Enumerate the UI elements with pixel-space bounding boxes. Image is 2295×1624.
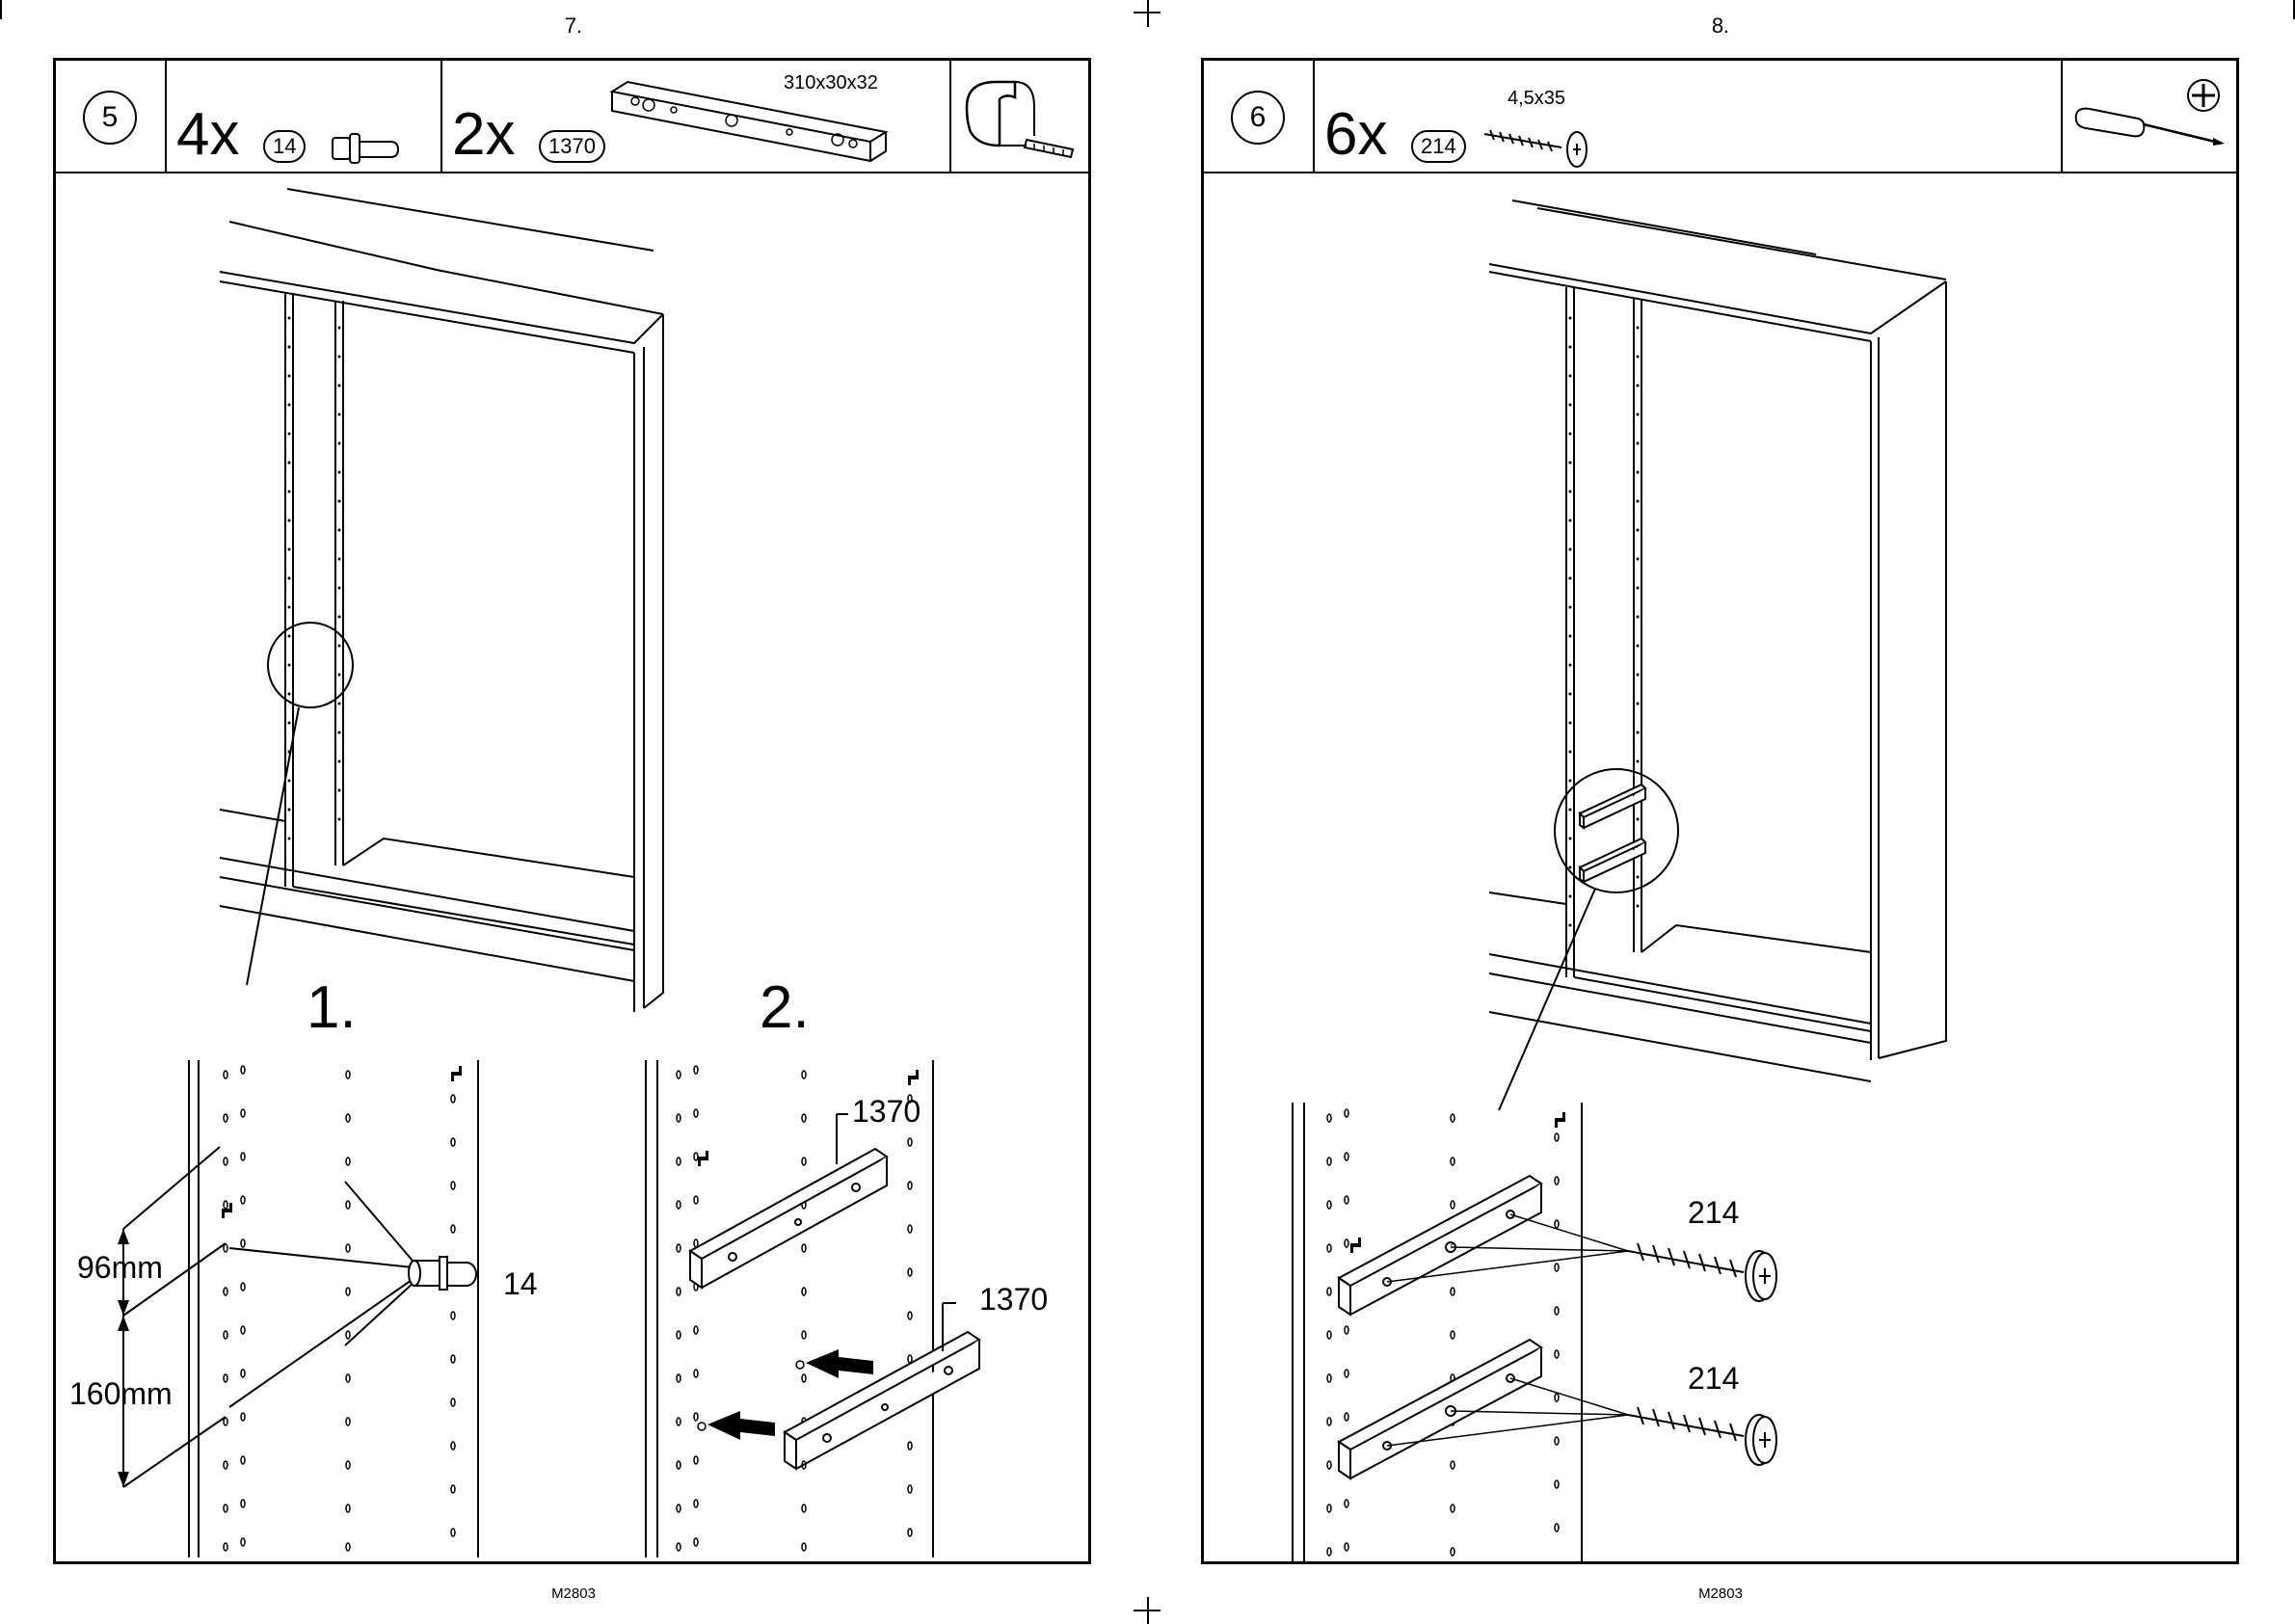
phillips-screwdriver-icon (2070, 74, 2230, 161)
page-number-left: 7. (535, 13, 612, 39)
parts-header: 6 6x 214 4,5x35 (1204, 61, 2236, 173)
instruction-panel-step-6: 6 6x 214 4,5x35 (1201, 58, 2239, 1564)
callout-part-1370-upper: 1370 (852, 1094, 921, 1130)
instruction-panel-step-5: 5 4x 14 2x 1370 310x30x32 (53, 58, 1091, 1564)
part-cell-1370: 2x 1370 310x30x32 (442, 61, 951, 172)
tool-cell (951, 61, 1088, 172)
screw-upper (1628, 1243, 1776, 1301)
substep-label-2: 2. (760, 973, 810, 1042)
screw-lower (1628, 1407, 1776, 1465)
part-qty: 6x (1324, 105, 1387, 165)
parts-header: 5 4x 14 2x 1370 310x30x32 (56, 61, 1088, 173)
measuring-tape-icon (957, 68, 1081, 165)
measurement-160mm: 160mm (69, 1376, 173, 1412)
part-qty: 2x (452, 105, 515, 165)
measurement-96mm: 96mm (77, 1250, 163, 1286)
callout-part-214-lower: 214 (1688, 1361, 1739, 1397)
wardrobe-diagram (56, 173, 1088, 1561)
step-cell: 5 (56, 61, 167, 172)
step-number: 5 (83, 91, 137, 145)
wardrobe-diagram (1204, 173, 2236, 1561)
part-id-badge: 1370 (539, 130, 605, 163)
part-qty: 4x (176, 105, 239, 165)
step-number: 6 (1231, 91, 1285, 145)
callout-part-214-upper: 214 (1688, 1195, 1739, 1231)
bracket-bar-icon (606, 74, 895, 166)
part-cell-14: 4x 14 (167, 61, 442, 172)
assembly-illustration-left: 1. 2. 96mm 160mm 14 1370 1370 (56, 173, 1088, 1561)
screw-icon (1481, 117, 1606, 169)
part-id-badge: 214 (1411, 130, 1466, 163)
footer-code-right: M2803 (1663, 1585, 1778, 1602)
shelf-pin-icon (331, 130, 408, 165)
callout-part-1370-lower: 1370 (979, 1282, 1048, 1318)
tool-cell (2063, 61, 2236, 172)
part-id-badge: 14 (263, 130, 306, 163)
part-dimension: 4,5x35 (1508, 88, 1565, 110)
part-cell-214: 6x 214 4,5x35 (1315, 61, 2063, 172)
callout-part-14: 14 (503, 1266, 538, 1302)
footer-code-left: M2803 (516, 1585, 631, 1602)
assembly-illustration-right: 214 214 (1204, 173, 2236, 1561)
substep-label-1: 1. (307, 973, 357, 1042)
step-cell: 6 (1204, 61, 1315, 172)
page-number-right: 8. (1682, 13, 1759, 39)
